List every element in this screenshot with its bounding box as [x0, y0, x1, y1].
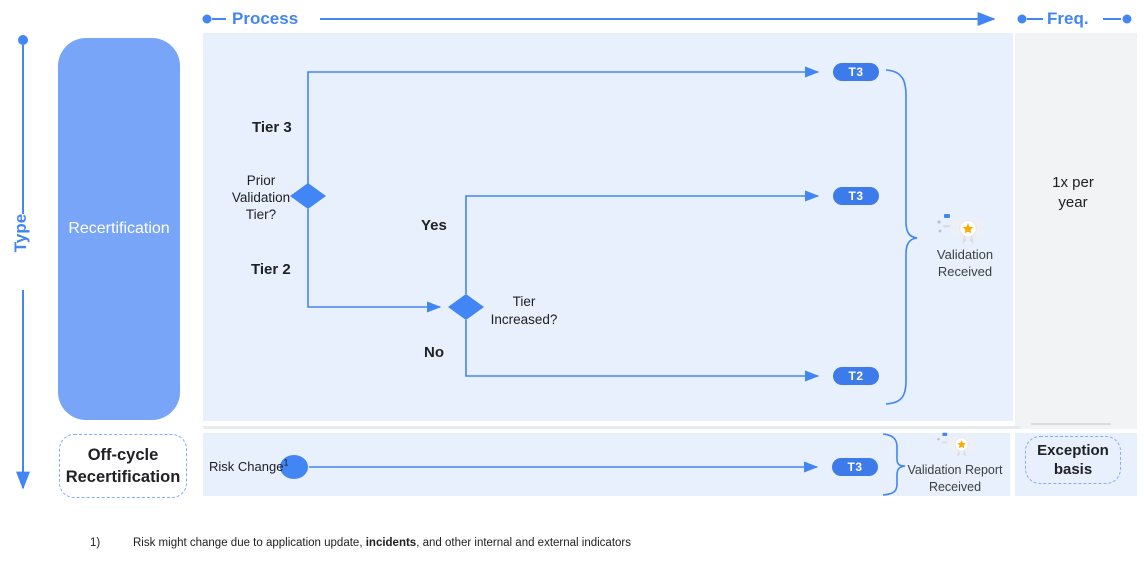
branch-label-no: No [424, 344, 444, 361]
branch-label-tier2: Tier 2 [251, 261, 291, 278]
row-divider [203, 426, 1020, 429]
tier-pill-bottom: T2 [833, 367, 879, 385]
branch-label-tier3: Tier 3 [252, 119, 292, 136]
category-offcycle-label: Off-cycle Recertification [65, 446, 181, 486]
process-axis-label: Process [232, 9, 299, 28]
validation-badge-icon [937, 214, 984, 244]
risk-change-label: Risk Change1 [209, 457, 289, 474]
process-axis-dot-icon [202, 14, 212, 24]
category-offcycle: Off-cycle Recertification [59, 434, 187, 498]
footnote-part2: , and other internal and external indica… [416, 537, 632, 549]
footnote-text: Risk might change due to application upd… [133, 537, 631, 549]
freq-axis-dot-left-icon [1017, 14, 1027, 24]
outcome-validation-report-received: Validation Report Received [907, 463, 1003, 494]
type-axis-label: Type [11, 213, 30, 253]
validation-report-badge-icon [937, 432, 975, 457]
footnote-marker: 1) [90, 537, 101, 549]
risk-change-footnote-ref: 1 [283, 457, 289, 468]
category-recertification: Recertification [58, 38, 180, 420]
frequency-offcycle-label: Exception basis [1037, 442, 1109, 478]
footnote-part1: Risk might change due to application upd… [133, 537, 366, 549]
frequency-column [1015, 33, 1137, 429]
risk-change-text: Risk Change [209, 459, 284, 474]
outcome-validation-received: Validation Received [936, 247, 994, 279]
frequency-column-divider [1031, 423, 1111, 425]
process-panel-offcycle [203, 433, 1010, 496]
decision-label-prior-tier: Prior Validation Tier? [231, 173, 291, 222]
tier-pill-top: T3 [833, 63, 879, 81]
frequency-recertification: 1x per year [1052, 174, 1094, 211]
footnote-bold: incidents [365, 537, 417, 549]
branch-label-yes: Yes [421, 217, 447, 234]
tier-pill-middle: T3 [833, 187, 879, 205]
decision-label-tier-increased: Tier Increased? [490, 294, 558, 327]
freq-axis-label: Freq. [1047, 9, 1089, 28]
type-axis-dot-icon [18, 35, 28, 45]
freq-axis-dot-right-icon [1122, 14, 1132, 24]
tier-pill-offcycle: T3 [832, 458, 878, 476]
category-recertification-label: Recertification [68, 220, 170, 237]
frequency-offcycle-box: Exception basis [1025, 436, 1121, 484]
process-panel-recertification [203, 33, 1013, 421]
